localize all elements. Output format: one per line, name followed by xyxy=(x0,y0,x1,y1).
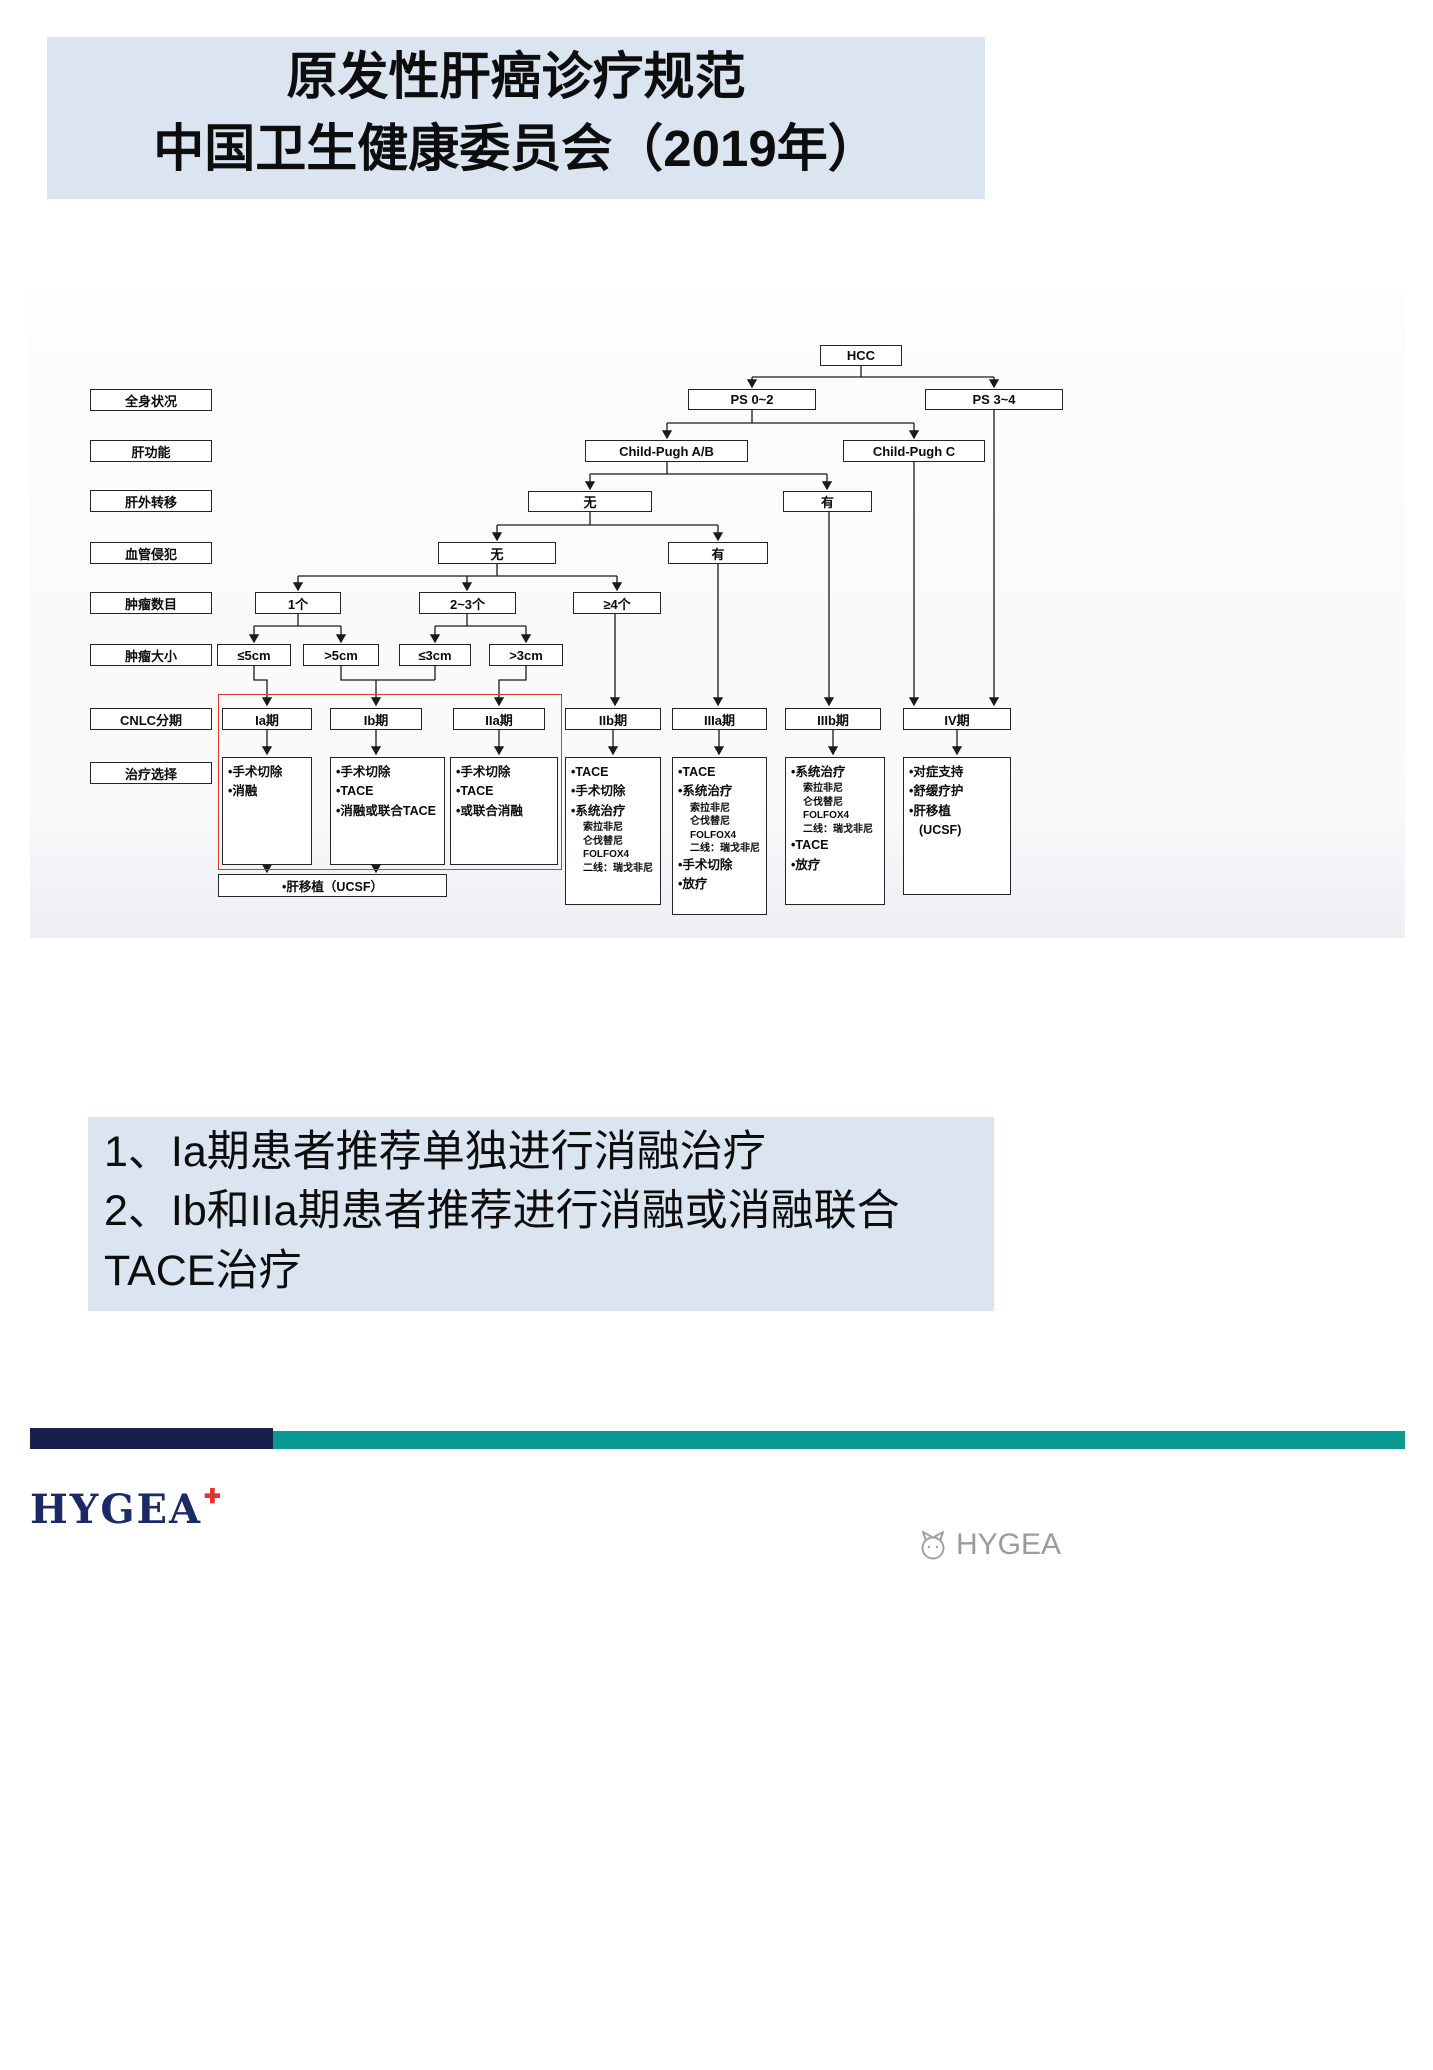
row-label-cnlc-stage: CNLC分期 xyxy=(90,708,212,730)
stage-iib: IIb期 xyxy=(565,708,661,730)
node-size-gt3: >3cm xyxy=(489,644,563,666)
treatment-line: •对症支持 xyxy=(909,765,964,779)
flowchart-arrows xyxy=(248,366,1000,874)
stage-ib: Ib期 xyxy=(330,708,422,730)
node-ps-3-4: PS 3~4 xyxy=(925,389,1063,410)
node-size-gt5: >5cm xyxy=(303,644,379,666)
stage-iv: IV期 xyxy=(903,708,1011,730)
node-tumor-ge4: ≥4个 xyxy=(573,592,661,614)
node-child-pugh-c: Child-Pugh C xyxy=(843,440,985,462)
footer-navy-bar xyxy=(30,1428,273,1449)
stage-iia: IIa期 xyxy=(453,708,545,730)
treatment-box-iv: •对症支持 •舒缓疗护 •肝移植 (UCSF) xyxy=(903,757,1011,895)
treatment-subline: 索拉非尼 xyxy=(583,822,623,834)
row-label-vascular: 血管侵犯 xyxy=(90,542,212,564)
treatment-subline: 仑伐替尼 xyxy=(803,796,843,808)
hygea-watermark-cat-icon xyxy=(921,1531,945,1560)
node-hcc: HCC xyxy=(820,345,902,366)
hcc-treatment-flowchart: 全身状况 肝功能 肝外转移 血管侵犯 肿瘤数目 肿瘤大小 CNLC分期 治疗选择… xyxy=(30,290,1405,938)
row-label-tumor-size: 肿瘤大小 xyxy=(90,644,212,666)
title-line-2: 中国卫生健康委员会（2019年） xyxy=(153,120,879,178)
treatment-line: •放疗 xyxy=(678,877,708,892)
treatment-box-iia: •手术切除 •TACE •或联合消融 xyxy=(450,757,558,865)
treatment-subline: 仑伐替尼 xyxy=(583,835,623,847)
treatment-box-ib: •手术切除 •TACE •消融或联合TACE xyxy=(330,757,445,865)
treatment-box-iib: •TACE •手术切除 •系统治疗 索拉非尼 仑伐替尼 FOLFOX4 二线：瑞… xyxy=(565,757,661,905)
node-metastasis-no: 无 xyxy=(528,491,652,512)
treatment-subline: FOLFOX4 xyxy=(583,849,630,861)
notes-block: 1、Ia期患者推荐单独进行消融治疗 2、Ib和IIa期患者推荐进行消融或消融联合… xyxy=(88,1117,994,1311)
treatment-subline: 索拉非尼 xyxy=(803,783,843,795)
treatment-box-iiia: •TACE •系统治疗 索拉非尼 仑伐替尼 FOLFOX4 二线：瑞戈非尼 •手… xyxy=(672,757,767,915)
hygea-watermark: HYGEA xyxy=(916,1528,1061,1562)
stage-ia: Ia期 xyxy=(222,708,312,730)
hygea-watermark-text: HYGEA xyxy=(956,1528,1062,1561)
treatment-line: •手术切除 xyxy=(571,784,626,799)
treatment-line: •TACE xyxy=(678,765,716,779)
treatment-line: •消融或联合TACE xyxy=(336,803,436,818)
treatment-line: •手术切除 xyxy=(336,765,391,779)
treatment-subline: FOLFOX4 xyxy=(803,810,850,822)
hygea-logo-text: HYGEA xyxy=(30,1486,203,1533)
node-metastasis-yes: 有 xyxy=(783,491,872,512)
treatment-line: •TACE xyxy=(336,784,374,799)
treatment-line: •或联合消融 xyxy=(456,803,523,818)
treatment-subline: 二线：瑞戈非尼 xyxy=(583,862,653,874)
title-line-1: 原发性肝癌诊疗规范 xyxy=(286,48,746,105)
node-tumor-1: 1个 xyxy=(255,592,341,614)
treatment-line: •肝移植 xyxy=(909,803,951,818)
stage-iiia: IIIa期 xyxy=(672,708,767,730)
node-vascular-yes: 有 xyxy=(668,542,768,564)
note-item-2: 2、Ib和IIa期患者推荐进行消融或消融联合TACE治疗 xyxy=(104,1187,900,1295)
hygea-logo: HYGEA✚ xyxy=(30,1484,221,1533)
treatment-line: •TACE xyxy=(571,765,609,779)
treatment-line: •消融 xyxy=(228,784,258,799)
treatment-line: •舒缓疗护 xyxy=(909,784,964,799)
note-item-1: 1、Ia期患者推荐单独进行消融治疗 xyxy=(104,1128,766,1176)
row-label-treatment-choice: 治疗选择 xyxy=(90,762,212,784)
footer-teal-bar xyxy=(273,1431,1405,1449)
treatment-line: •手术切除 xyxy=(456,765,511,779)
treatment-line: (UCSF) xyxy=(919,823,962,838)
node-ps-0-2: PS 0~2 xyxy=(688,389,816,410)
treatment-subline: 二线：瑞戈非尼 xyxy=(690,843,760,855)
row-label-extrahepatic: 肝外转移 xyxy=(90,490,212,512)
treatment-line: •TACE xyxy=(456,784,494,799)
treatment-subline: 仑伐替尼 xyxy=(690,816,730,828)
treatment-subline: 二线：瑞戈非尼 xyxy=(803,823,873,835)
treatment-line: •系统治疗 xyxy=(678,784,733,799)
node-tumor-2-3: 2~3个 xyxy=(419,592,516,614)
treatment-line: •手术切除 xyxy=(678,857,733,872)
row-label-tumor-number: 肿瘤数目 xyxy=(90,592,212,614)
treatment-line: •手术切除 xyxy=(228,765,283,779)
transplant-ucsf-box: •肝移植（UCSF） xyxy=(218,874,447,897)
treatment-box-iiib: •系统治疗 索拉非尼 仑伐替尼 FOLFOX4 二线：瑞戈非尼 •TACE •放… xyxy=(785,757,885,905)
hygea-logo-cross-icon: ✚ xyxy=(204,1484,221,1508)
treatment-line: •TACE xyxy=(791,838,829,853)
row-label-overall-status: 全身状况 xyxy=(90,389,212,411)
treatment-line: •系统治疗 xyxy=(571,803,626,818)
treatment-line: •系统治疗 xyxy=(791,765,846,779)
treatment-subline: FOLFOX4 xyxy=(690,829,737,841)
node-size-le5: ≤5cm xyxy=(217,644,291,666)
node-vascular-no: 无 xyxy=(438,542,556,564)
node-size-le3: ≤3cm xyxy=(399,644,471,666)
treatment-box-ia: •手术切除 •消融 xyxy=(222,757,312,865)
treatment-subline: 索拉非尼 xyxy=(690,802,730,814)
row-label-liver-function: 肝功能 xyxy=(90,440,212,462)
treatment-line: •放疗 xyxy=(791,857,821,872)
stage-iiib: IIIb期 xyxy=(785,708,881,730)
slide-title: 原发性肝癌诊疗规范 中国卫生健康委员会（2019年） xyxy=(47,37,985,199)
node-child-pugh-ab: Child-Pugh A/B xyxy=(585,440,748,462)
